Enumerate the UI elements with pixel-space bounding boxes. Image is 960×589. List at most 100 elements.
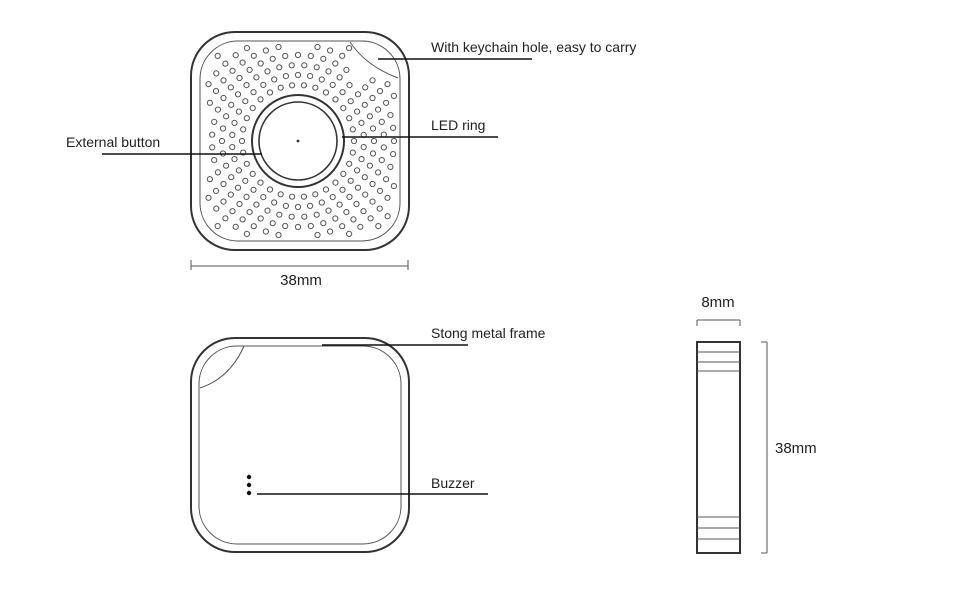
speaker-hole <box>223 162 230 169</box>
speaker-hole <box>227 191 234 198</box>
speaker-hole <box>300 193 307 200</box>
speaker-hole <box>322 89 330 96</box>
speaker-hole <box>220 94 227 102</box>
speaker-hole <box>257 60 264 67</box>
speaker-hole <box>209 131 216 138</box>
speaker-hole <box>227 84 234 91</box>
speaker-hole <box>307 222 314 230</box>
side-height-dimension: 38mm <box>761 341 817 554</box>
speaker-hole <box>232 52 239 59</box>
keychain-hole <box>349 41 399 79</box>
speaker-hole <box>288 213 295 220</box>
speaker-hole <box>383 99 390 106</box>
speaker-hole <box>336 74 343 81</box>
side-view <box>696 341 741 554</box>
speaker-hole <box>234 184 242 191</box>
speaker-hole <box>240 149 247 156</box>
external-button <box>258 101 338 181</box>
speaker-hole <box>354 108 361 115</box>
speaker-hole <box>346 193 353 200</box>
speaker-hole <box>243 193 250 200</box>
speaker-hole <box>219 125 227 132</box>
speaker-hole <box>234 91 242 98</box>
speaker-hole <box>307 52 314 60</box>
speaker-hole <box>218 137 226 145</box>
speaker-hole <box>390 92 397 100</box>
speaker-hole <box>376 205 383 212</box>
speaker-hole <box>242 177 249 184</box>
speaker-hole <box>249 170 256 177</box>
speaker-hole <box>362 191 369 198</box>
speaker-hole <box>260 194 267 201</box>
side-thickness-label: 8mm <box>701 294 734 311</box>
speaker-hole <box>376 187 384 194</box>
speaker-hole <box>229 67 236 74</box>
speaker-hole <box>206 176 213 183</box>
speaker-hole <box>313 64 320 71</box>
speaker-hole <box>205 194 212 201</box>
speaker-hole <box>320 55 327 62</box>
speaker-hole <box>266 89 274 96</box>
speaker-hole <box>239 59 246 66</box>
speaker-hole <box>332 60 339 67</box>
speaker-hole <box>262 47 269 54</box>
external-button-callout: External button <box>66 134 262 155</box>
external-button-callout-label: External button <box>66 134 160 150</box>
speaker-hole <box>235 108 242 115</box>
speaker-hole <box>367 215 374 222</box>
speaker-hole <box>390 124 397 132</box>
speaker-hole <box>378 118 385 126</box>
speaker-dot-pattern <box>205 43 398 239</box>
speaker-hole <box>369 180 376 188</box>
speaker-hole <box>275 43 282 51</box>
speaker-hole <box>360 208 367 215</box>
speaker-hole <box>228 174 235 181</box>
speaker-hole <box>384 194 391 201</box>
speaker-hole <box>346 230 353 237</box>
keychain-callout: With keychain hole, easy to carry <box>378 39 636 60</box>
speaker-hole <box>264 68 271 75</box>
speaker-hole <box>339 52 346 59</box>
speaker-hole <box>236 200 243 208</box>
speaker-hole <box>346 45 353 52</box>
speaker-hole <box>369 77 376 84</box>
speaker-hole <box>214 106 221 113</box>
buzzer-hole <box>246 474 252 480</box>
back-keychain-hole <box>199 345 245 389</box>
speaker-hole <box>243 45 250 52</box>
speaker-hole <box>257 215 264 222</box>
speaker-hole <box>211 157 218 164</box>
speaker-hole <box>220 77 227 84</box>
speaker-hole <box>257 96 264 103</box>
speaker-hole <box>269 220 276 227</box>
speaker-hole <box>349 149 356 156</box>
speaker-hole <box>235 167 242 174</box>
speaker-hole <box>349 126 356 133</box>
speaker-hole <box>339 186 346 193</box>
speaker-hole <box>329 194 336 201</box>
buzzer-callout: Buzzer <box>257 475 488 495</box>
speaker-hole <box>300 82 307 89</box>
speaker-hole <box>277 191 284 198</box>
speaker-hole <box>249 105 256 112</box>
speaker-hole <box>318 199 325 206</box>
speaker-hole <box>301 62 308 69</box>
speaker-hole <box>269 55 276 62</box>
buzzer-hole <box>246 482 252 488</box>
speaker-hole <box>390 137 398 145</box>
speaker-hole <box>380 144 387 151</box>
speaker-hole <box>266 186 274 193</box>
speaker-hole <box>262 228 269 235</box>
speaker-hole <box>340 170 347 177</box>
speaker-hole <box>332 179 339 186</box>
speaker-hole <box>332 96 339 103</box>
speaker-hole <box>294 203 302 211</box>
speaker-hole <box>339 89 346 96</box>
speaker-hole <box>209 144 216 151</box>
back-body-outer <box>190 337 410 553</box>
speaker-hole <box>387 163 394 170</box>
speaker-hole <box>343 66 350 74</box>
speaker-hole <box>369 150 377 157</box>
front-body-inner <box>199 40 401 242</box>
buzzer-callout-label: Buzzer <box>431 475 475 491</box>
